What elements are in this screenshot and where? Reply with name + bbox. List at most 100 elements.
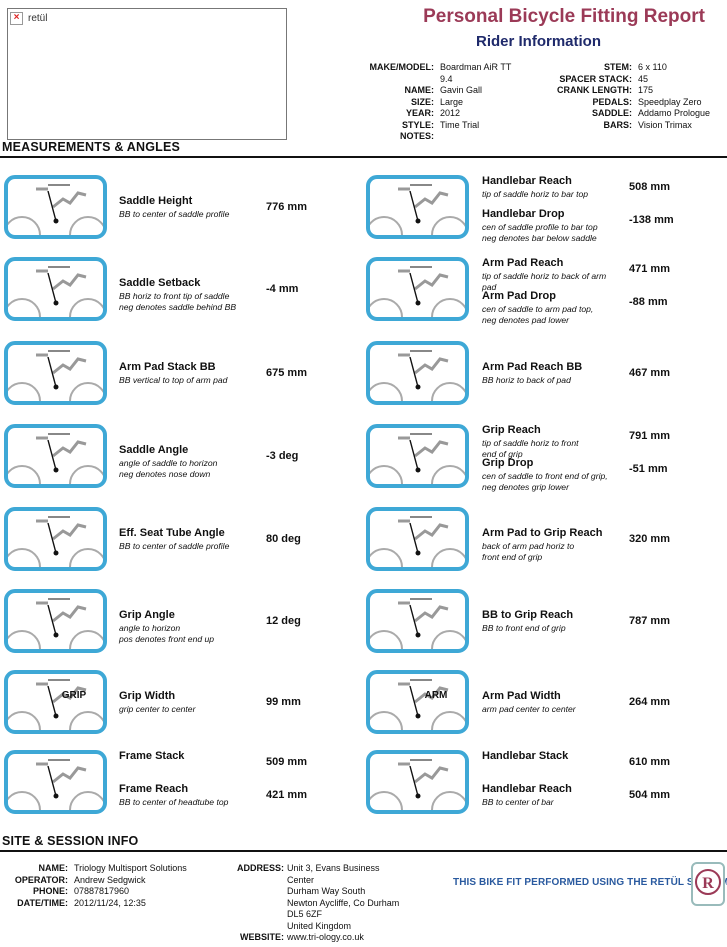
left-measurement-title: Frame Stack [119, 750, 185, 762]
site-info-value: Triology Multisport Solutions [74, 863, 187, 873]
left-measurement-value: 421 mm [266, 789, 307, 801]
arm-pad-reach-drop-diagram-icon [366, 257, 469, 321]
description-line: neg denotes bar below saddle [482, 233, 597, 243]
measurements-section-title: MEASUREMENTS & ANGLES [2, 140, 181, 154]
saddle-angle-diagram-icon [4, 424, 107, 488]
right-measurement-description: cen of saddle to front end of grip,neg d… [482, 471, 624, 493]
site-info-row: OPERATOR:Andrew Sedgwick [4, 875, 187, 887]
saddle-setback-diagram-icon [4, 257, 107, 321]
left-measurement-value: 675 mm [266, 367, 307, 379]
site-info-value: 2012/11/24, 12:35 [74, 897, 146, 908]
description-line: cen of saddle profile to bar top [482, 222, 598, 232]
right-measurement-value: 610 mm [629, 756, 670, 768]
description-line: cen of saddle to arm pad top, [482, 304, 594, 314]
website-link[interactable]: www.tri-ology.co.uk [287, 932, 364, 942]
site-info-label: NAME: [38, 863, 69, 873]
description-line: front end of grip [482, 552, 543, 562]
rider-info-value: 45 [638, 73, 649, 84]
right-measurement-title: Handlebar Reach [482, 175, 572, 187]
description-line: angle of saddle to horizon [119, 458, 218, 468]
description-line: BB to center of saddle profile [119, 209, 230, 219]
right-measurement-value: 264 mm [629, 696, 670, 708]
rider-info-label: SIZE: [410, 96, 434, 107]
arm-pad-reach-bb-diagram-icon [366, 341, 469, 405]
arm-pad-width-diagram-icon: ARM [366, 670, 469, 734]
rider-info-value: Addamo Prologue [638, 108, 711, 118]
address-line: Durham Way South [287, 886, 366, 896]
rider-info-value: Vision Trimax [638, 119, 692, 130]
right-measurement-title: Grip Drop [482, 457, 534, 469]
left-measurement-title: Frame Reach [119, 783, 189, 795]
description-line: neg denotes nose down [119, 469, 211, 479]
right-measurement-title: Handlebar Stack [482, 750, 569, 762]
rider-info-row: CRANK LENGTH: 175 [535, 85, 710, 97]
rider-info-value: Gavin Gall [440, 85, 483, 95]
right-measurement-title: BB to Grip Reach [482, 609, 574, 621]
left-measurement-title: Saddle Height [119, 195, 193, 207]
rider-info-value: Speedplay Zero [638, 96, 702, 107]
description-line: end of grip [482, 449, 523, 459]
address-line: Unit 3, Evans Business [287, 863, 380, 873]
left-measurement-description: BB to center of headtube top [119, 797, 261, 808]
right-measurement-title: Handlebar Drop [482, 208, 565, 220]
left-measurement-value: 12 deg [266, 615, 301, 627]
left-measurement-description: grip center to center [119, 704, 261, 715]
left-measurement-title: Saddle Angle [119, 444, 189, 456]
rider-info-row: NOTES: [340, 131, 511, 143]
left-measurement-title: Saddle Setback [119, 277, 201, 289]
right-measurement-value: -51 mm [629, 463, 668, 475]
address-label: ADDRESS: [236, 863, 284, 873]
description-line: back of arm pad horiz to [482, 541, 575, 551]
description-line: BB to center of headtube top [119, 797, 229, 807]
left-measurement-value: -3 deg [266, 450, 299, 462]
rider-info-label: STEM: [604, 62, 632, 72]
rider-info-value: Boardman AiR TT [440, 62, 512, 72]
description-line: BB vertical to top of arm pad [119, 375, 228, 385]
description-line: BB to front end of grip [482, 623, 566, 633]
right-measurement-value: 791 mm [629, 430, 670, 442]
site-info-value: 07887817960 [74, 886, 130, 896]
svg-text:GRIP: GRIP [62, 690, 87, 701]
description-line: angle to horizon [119, 623, 181, 633]
address-line: Center [287, 874, 315, 885]
rider-info-value: Time Trial [440, 119, 480, 130]
description-line: neg denotes pad lower [482, 315, 569, 325]
left-measurement-title: Eff. Seat Tube Angle [119, 527, 225, 539]
logo-placeholder [7, 8, 287, 140]
description-line: BB to center of saddle profile [119, 541, 230, 551]
description-line: tip of saddle horiz to front [482, 438, 579, 448]
right-measurement-value: 787 mm [629, 615, 670, 627]
rider-info-row: 9.4 [340, 74, 511, 86]
left-measurement-title: Grip Angle [119, 609, 175, 621]
grip-reach-drop-diagram-icon [366, 424, 469, 488]
description-line: neg denotes saddle behind BB [119, 302, 237, 312]
left-measurement-description: BB vertical to top of arm pad [119, 375, 261, 386]
arm-pad-stack-diagram-icon [4, 341, 107, 405]
left-measurement-title: Grip Width [119, 690, 176, 702]
handlebar-reach-drop-diagram-icon [366, 175, 469, 239]
rider-info-value: 175 [638, 85, 654, 95]
rider-info-label: YEAR: [405, 108, 434, 118]
left-measurement-value: 776 mm [266, 201, 307, 213]
site-info-row: DATE/TIME: 2012/11/24, 12:35 [4, 898, 187, 910]
rider-info-row: YEAR:2012 [340, 108, 511, 120]
left-measurement-value: -4 mm [266, 283, 299, 295]
rider-info-row: STYLE:Time Trial [340, 120, 511, 132]
right-measurement-value: 320 mm [629, 533, 670, 545]
rider-info-row: PEDALS:Speedplay Zero [535, 97, 710, 109]
rider-info-label: CRANK LENGTH: [557, 85, 632, 95]
right-measurement-value: 504 mm [629, 789, 670, 801]
description-line: tip of saddle horiz to back of arm [482, 271, 607, 281]
left-measurement-value: 99 mm [266, 696, 301, 708]
section-divider [0, 156, 727, 158]
site-info-row: PHONE:07887817960 [4, 886, 187, 898]
logo-broken-image: × retül [10, 12, 47, 25]
site-info-label: DATE/TIME: [17, 897, 68, 908]
site-info-value: Andrew Sedgwick [74, 874, 146, 885]
